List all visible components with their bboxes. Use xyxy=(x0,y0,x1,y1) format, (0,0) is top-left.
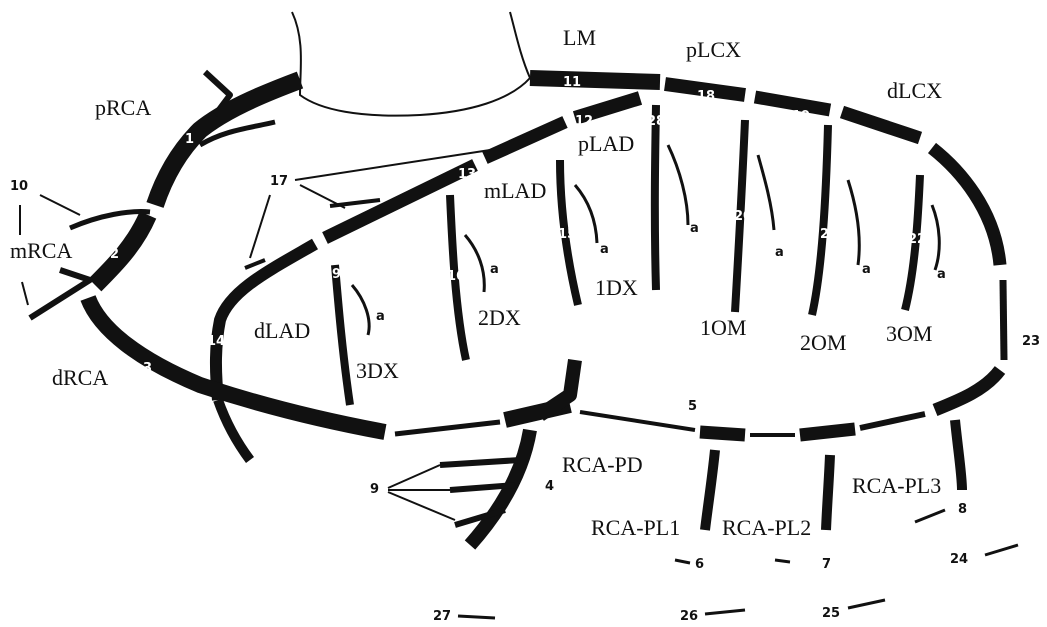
marker-a: a xyxy=(490,262,499,277)
segment-18: 18 xyxy=(697,89,715,104)
label-mrca: mRCA xyxy=(10,238,72,263)
marker-a: a xyxy=(690,221,699,236)
marker-a: a xyxy=(775,245,784,260)
label-plcx: pLCX xyxy=(686,37,741,62)
segment-numbers: 1 2 3 4 5 6 7 8 9 10 11 12 13 14 15 16 1… xyxy=(10,75,1040,624)
label-rca-pl1: RCA-PL1 xyxy=(591,515,680,540)
label-plad: pLAD xyxy=(578,131,634,156)
label-rca-pd: RCA-PD xyxy=(562,452,643,477)
label-rca-pl3: RCA-PL3 xyxy=(852,473,941,498)
segment-7: 7 xyxy=(822,557,831,572)
label-1dx: 1DX xyxy=(595,275,638,300)
segment-19a: 19a xyxy=(870,134,897,149)
segment-2: 2 xyxy=(110,247,119,262)
label-prca: pRCA xyxy=(95,95,151,120)
label-2om: 2OM xyxy=(800,330,846,355)
label-drca: dRCA xyxy=(52,365,108,390)
segment-28: 28 xyxy=(647,114,665,129)
segment-22: 22 xyxy=(908,232,926,247)
segment-1: 1 xyxy=(185,132,194,147)
aortic-root-outline xyxy=(292,12,530,116)
segment-8: 8 xyxy=(958,502,967,517)
segment-17: 17 xyxy=(270,174,288,189)
segment-13: 13 xyxy=(458,167,476,182)
segment-10: 10 xyxy=(10,179,28,194)
segment-16: 16 xyxy=(447,269,465,284)
label-3dx: 3DX xyxy=(356,358,399,383)
label-dlcx: dLCX xyxy=(887,78,942,103)
marker-a: a xyxy=(600,242,609,257)
segment-23: 23 xyxy=(1022,334,1040,349)
segment-6: 6 xyxy=(695,557,704,572)
marker-a: a xyxy=(937,267,946,282)
label-dlad: dLAD xyxy=(254,318,310,343)
segment-19: 19 xyxy=(792,109,810,124)
marker-a: a xyxy=(376,309,385,324)
segment-20: 20 xyxy=(734,209,752,224)
right-coronary-artery xyxy=(88,80,570,434)
label-2dx: 2DX xyxy=(478,305,521,330)
segment-21: 21 xyxy=(820,227,838,242)
label-1om: 1OM xyxy=(700,315,746,340)
segment-27: 27 xyxy=(433,609,451,624)
marker-a: a xyxy=(862,262,871,277)
segment-14: 14 xyxy=(207,334,225,349)
segment-15: 15 xyxy=(558,227,576,242)
segment-29: 29 xyxy=(323,267,341,282)
label-mlad: mLAD xyxy=(484,178,546,203)
segment-12: 12 xyxy=(575,114,593,129)
label-lm: LM xyxy=(563,25,596,50)
segment-9: 9 xyxy=(370,482,379,497)
segment-11: 11 xyxy=(563,75,581,90)
label-rca-pl2: RCA-PL2 xyxy=(722,515,811,540)
segment-25: 25 xyxy=(822,606,840,621)
label-3om: 3OM xyxy=(886,321,932,346)
segment-24: 24 xyxy=(950,552,968,567)
segment-5: 5 xyxy=(688,399,697,414)
posterior-branches xyxy=(440,360,962,545)
segment-4: 4 xyxy=(545,479,554,494)
segment-3: 3 xyxy=(143,361,152,376)
segment-26: 26 xyxy=(680,609,698,624)
